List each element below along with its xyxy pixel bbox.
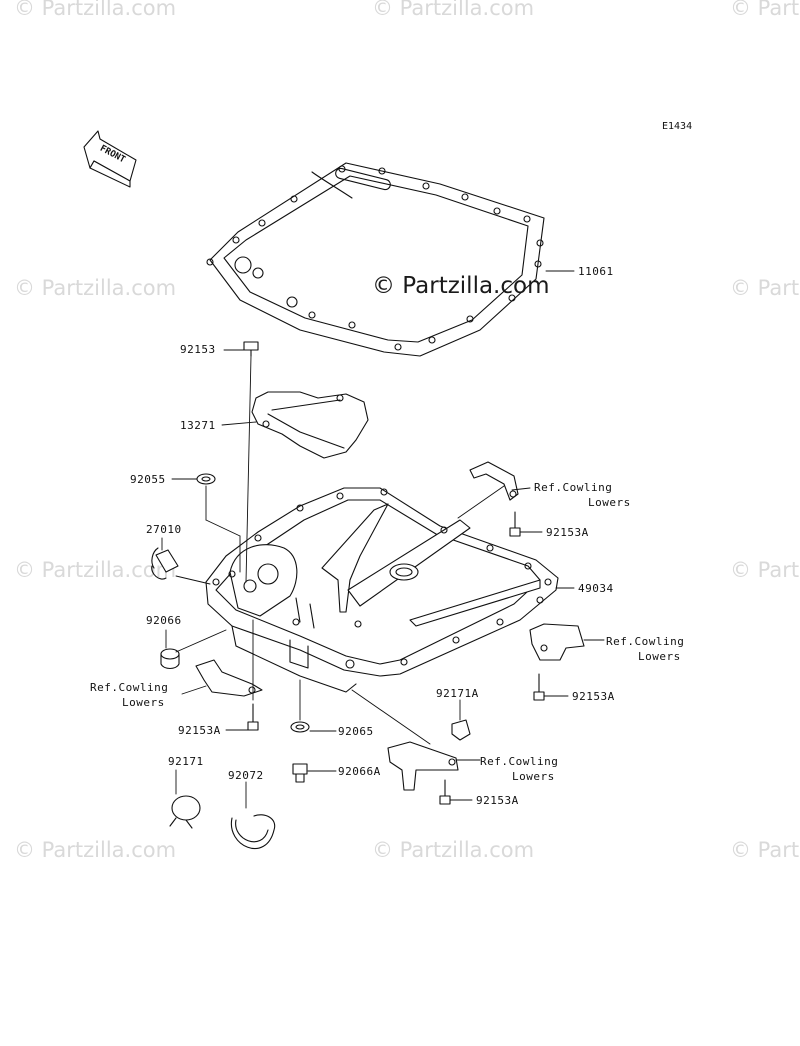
ref-cowling-lowers[interactable]: Ref.Cowling Lowers <box>606 634 684 664</box>
watermark: © Partzilla.com <box>372 838 535 862</box>
part-label[interactable]: 49034 <box>578 582 614 595</box>
part-label[interactable]: 92066A <box>338 765 381 778</box>
part-label[interactable]: 92153A <box>572 690 615 703</box>
clip-92171a <box>451 719 471 741</box>
ref-cowling-lowers[interactable]: Ref.Cowling Lowers <box>90 680 168 710</box>
watermark: © Partzilla.com <box>14 558 177 582</box>
watermark: © Partzilla.com <box>14 0 177 20</box>
part-label[interactable]: 92072 <box>228 769 264 782</box>
plug-92066 <box>160 648 180 670</box>
part-label[interactable]: 92153A <box>476 794 519 807</box>
drain-bolt-92066a <box>292 763 308 783</box>
part-label[interactable]: 92066 <box>146 614 182 627</box>
ref-line1: Ref.Cowling <box>90 681 169 694</box>
part-label[interactable]: 92153A <box>178 724 221 737</box>
ref-line2: Lowers <box>588 496 631 509</box>
part-label[interactable]: 92171A <box>436 687 479 700</box>
bolt-92153a <box>509 511 521 537</box>
ref-cowling-lowers[interactable]: Ref.Cowling Lowers <box>534 480 631 510</box>
part-label[interactable]: 27010 <box>146 523 182 536</box>
bolt-92153a <box>247 703 259 731</box>
part-label[interactable]: 11061 <box>578 265 614 278</box>
oil-pan <box>205 487 559 693</box>
watermark: © Partzilla.com <box>730 838 800 862</box>
part-label[interactable]: 92153 <box>180 343 216 356</box>
diagram-code: E1434 <box>662 121 693 132</box>
oil-pan-gasket <box>206 162 545 357</box>
part-label[interactable]: 92055 <box>130 473 166 486</box>
watermark: © Partzilla.com <box>372 0 535 20</box>
washer-92055 <box>196 473 216 485</box>
bolt-92153a <box>533 673 545 701</box>
bolt-92153 <box>243 341 259 357</box>
cowling-bracket <box>529 623 585 661</box>
part-label[interactable]: 92153A <box>546 526 589 539</box>
ref-line2: Lowers <box>122 696 165 709</box>
part-label[interactable]: 92065 <box>338 725 374 738</box>
ref-line2: Lowers <box>638 650 681 663</box>
watermark: © Partzilla.com <box>730 276 800 300</box>
ref-line2: Lowers <box>512 770 555 783</box>
watermark: © Partzilla.com <box>14 838 177 862</box>
washer-92065 <box>290 721 310 733</box>
cowling-bracket <box>387 741 459 791</box>
part-label[interactable]: 92171 <box>168 755 204 768</box>
bolt-92153a <box>439 779 451 805</box>
oil-baffle-plate <box>251 391 369 459</box>
leader-lines <box>161 270 605 809</box>
ref-line1: Ref.Cowling <box>606 635 685 648</box>
watermark: © Partzilla.com <box>730 558 800 582</box>
oil-filter-27010 <box>151 547 179 580</box>
band-92072 <box>230 814 276 850</box>
part-label[interactable]: 13271 <box>180 419 216 432</box>
watermark: © Partzilla.com <box>730 0 800 20</box>
cowling-bracket <box>469 461 519 501</box>
ref-cowling-lowers[interactable]: Ref.Cowling Lowers <box>480 754 558 784</box>
clamp-92171 <box>169 795 201 829</box>
cowling-bracket <box>195 659 263 697</box>
watermark-main: © Partzilla.com <box>372 273 550 299</box>
watermark: © Partzilla.com <box>14 276 177 300</box>
ref-line1: Ref.Cowling <box>480 755 559 768</box>
front-arrow-icon: FRONT <box>83 130 137 188</box>
ref-line1: Ref.Cowling <box>534 481 613 494</box>
